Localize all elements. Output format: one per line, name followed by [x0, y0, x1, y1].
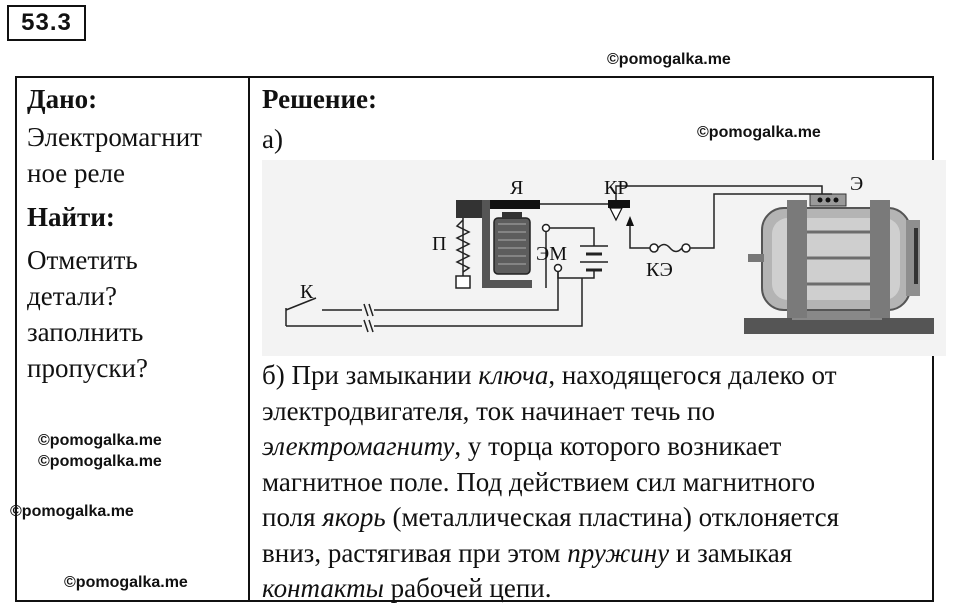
part-b-text-segment: электродвигателя, ток начинает течь по — [262, 395, 716, 426]
part-b-term: пружину — [567, 537, 670, 568]
part-b-line: вниз, растягивая при этом пружину и замы… — [262, 536, 839, 572]
part-b-text-segment: , у торца которого возникает — [454, 431, 782, 461]
part-b-text-segment: , находящегося далеко от — [548, 360, 837, 390]
part-b-text-segment: вниз, растягивая при этом — [262, 537, 568, 568]
part-b-text: б) При замыкании ключа, находящегося дал… — [262, 358, 839, 607]
part-b-line: электродвигателя, ток начинает течь по — [262, 394, 839, 430]
label-motor: Э — [850, 173, 863, 195]
part-b-text-segment: и замыкая — [669, 537, 793, 568]
part-b-text-segment: б) При замыкании — [262, 360, 479, 390]
relay-diagram: Я П ЭМ КР Э К КЭ — [262, 160, 946, 356]
part-b-term: якорь — [322, 502, 386, 532]
solution-heading: Решение: — [262, 84, 377, 114]
watermark: ©pomogalka.me — [10, 503, 134, 520]
find-line: пропуски? — [27, 353, 148, 383]
part-b-line: электромагниту, у торца которого возника… — [262, 429, 839, 465]
part-b-term: электромагниту — [262, 431, 455, 461]
watermark: ©pomogalka.me — [607, 51, 731, 68]
watermark: ©pomogalka.me — [697, 124, 821, 141]
part-b-text-segment: поля — [262, 502, 323, 532]
column-divider — [248, 76, 250, 602]
label-armature: Я — [510, 177, 523, 199]
motor-illustration — [744, 193, 934, 334]
watermark: ©pomogalka.me — [38, 453, 162, 470]
watermark: ©pomogalka.me — [38, 432, 162, 449]
part-b-term: ключа — [478, 360, 549, 390]
find-line: заполнить — [27, 317, 144, 347]
watermark: ©pomogalka.me — [64, 574, 188, 591]
problem-number: 53.3 — [7, 5, 86, 41]
label-motor-key: КЭ — [646, 259, 673, 281]
part-b-text-segment: рабочей цепи. — [383, 573, 552, 603]
given-line: ное реле — [27, 158, 125, 188]
part-b-line: контакты рабочей цепи. — [262, 571, 839, 607]
part-b-term: контакты — [262, 573, 384, 603]
label-electromagnet: ЭМ — [536, 243, 567, 265]
label-key: К — [300, 281, 314, 303]
given-line: Электромагнит — [27, 122, 202, 152]
label-contacts: КР — [604, 177, 628, 199]
given-heading: Дано: — [27, 84, 98, 114]
part-b-line: магнитное поле. Под действием сил магнит… — [262, 465, 839, 501]
find-line: Отметить — [27, 245, 138, 275]
part-b-text-segment: (металлическая пластина) отклоняется — [385, 502, 840, 532]
part-a-label: а) — [262, 124, 283, 154]
find-line: детали? — [27, 281, 117, 311]
part-b-text-segment: магнитное поле. Под действием сил магнит… — [262, 466, 816, 497]
find-heading: Найти: — [27, 202, 115, 232]
label-spring: П — [432, 233, 446, 255]
part-b-line: б) При замыкании ключа, находящегося дал… — [262, 358, 839, 394]
part-b-line: поля якорь (металлическая пластина) откл… — [262, 500, 839, 536]
